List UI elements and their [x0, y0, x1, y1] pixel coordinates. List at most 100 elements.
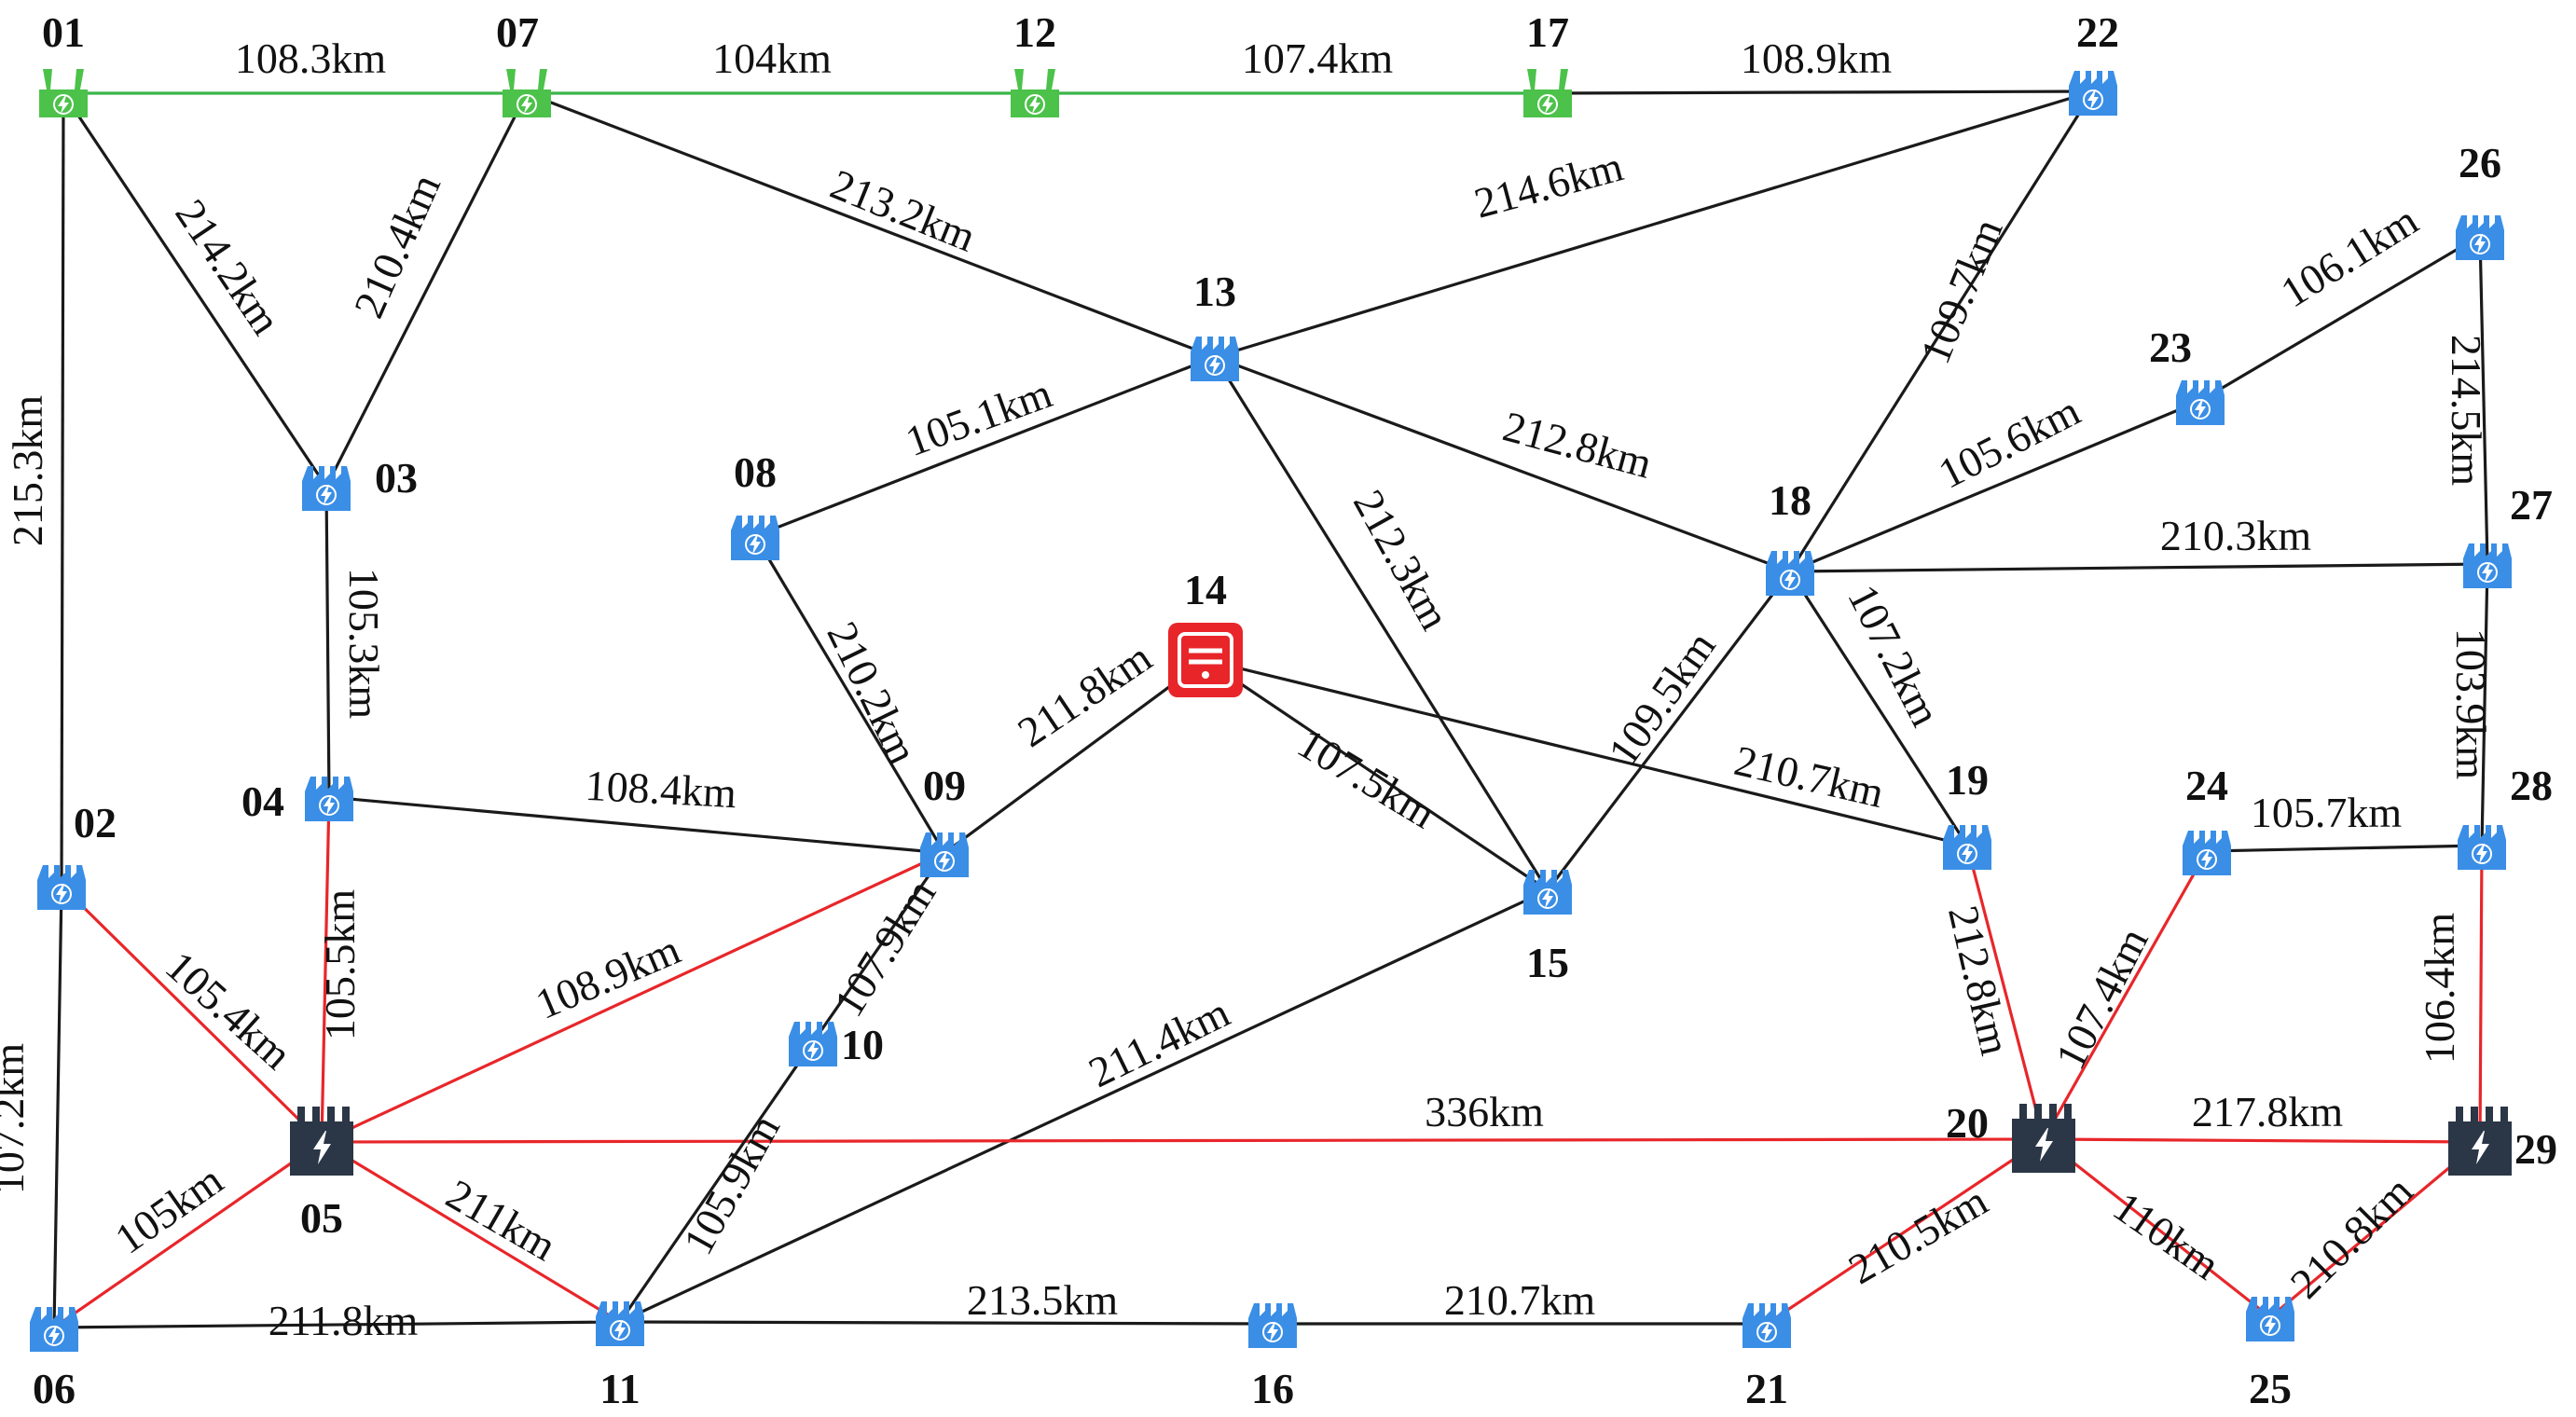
node-label-24: 24	[2185, 762, 2228, 809]
edge-29-25	[2268, 1140, 2482, 1319]
edge-label-02-06: 107.2km	[0, 1043, 33, 1195]
edge-24-28	[2206, 844, 2483, 853]
edge-01-02	[60, 92, 65, 887]
node-label-01: 01	[42, 8, 85, 56]
edge-label-16-21: 210.7km	[1444, 1276, 1596, 1324]
node-19-blue-icon	[1943, 825, 1991, 870]
edge-label-20-24: 107.4km	[2046, 920, 2157, 1077]
edge-09-14	[944, 658, 1206, 855]
node-28-blue-icon	[2458, 825, 2506, 870]
node-label-22: 22	[2076, 8, 2119, 56]
node-16-blue-icon	[1248, 1303, 1297, 1348]
node-label-11: 11	[599, 1365, 640, 1412]
edge-label-17-22: 108.9km	[1741, 34, 1893, 82]
edge-label-09-14: 211.8km	[1010, 633, 1161, 756]
edge-03-04	[324, 486, 331, 798]
edge-label-20-21: 210.5km	[1840, 1176, 1995, 1293]
node-label-15: 15	[1526, 939, 1569, 986]
node-26-blue-icon	[2456, 215, 2504, 260]
edge-label-13-18: 212.8km	[1498, 402, 1657, 487]
edge-label-04-09: 108.4km	[584, 762, 737, 817]
edge-23-18	[1789, 399, 2201, 573]
edge-10-11	[618, 1041, 815, 1323]
node-label-07: 07	[496, 8, 539, 56]
edge-09-10	[811, 852, 946, 1043]
node-20-dark-icon	[2012, 1104, 2075, 1173]
node-07-green-icon	[503, 69, 551, 117]
edge-label-18-19: 107.2km	[1839, 577, 1949, 734]
node-14-red-icon	[1168, 623, 1243, 697]
node-29-dark-icon	[2448, 1107, 2512, 1176]
edge-27-28	[2480, 563, 2489, 846]
edge-17-22	[1547, 89, 2094, 95]
edge-05-11	[321, 1140, 621, 1324]
edge-11-16	[619, 1320, 1274, 1326]
node-21-blue-icon	[1743, 1303, 1791, 1348]
node-11-blue-icon	[596, 1301, 644, 1346]
edge-06-11	[53, 1320, 621, 1329]
edge-04-05	[320, 796, 331, 1143]
node-label-03: 03	[375, 454, 418, 502]
edge-label-13-15: 212.3km	[1344, 482, 1459, 638]
edge-05-20	[321, 1137, 2045, 1144]
edge-label-20-29: 217.8km	[2192, 1088, 2344, 1135]
node-10-blue-icon	[789, 1022, 837, 1066]
edge-22-18	[1788, 90, 2095, 572]
edge-label-07-03: 210.4km	[345, 167, 450, 324]
nodes-layer	[30, 69, 2512, 1352]
edge-01-03	[62, 92, 328, 488]
edge-label-24-28: 105.7km	[2251, 789, 2403, 836]
edge-label-26-23: 106.1km	[2272, 196, 2426, 316]
node-22-blue-icon	[2069, 71, 2117, 116]
node-label-23: 23	[2149, 323, 2192, 371]
edge-20-24	[2042, 850, 2209, 1140]
edge-07-13	[526, 91, 1216, 359]
node-02-blue-icon	[37, 865, 86, 910]
edge-label-07-12: 104km	[712, 34, 832, 82]
node-label-17: 17	[1526, 8, 1569, 56]
node-24-blue-icon	[2183, 831, 2231, 875]
edge-13-15	[1213, 356, 1550, 891]
node-label-10: 10	[841, 1021, 884, 1068]
node-label-13: 13	[1193, 268, 1236, 315]
edge-18-27	[1789, 562, 2488, 573]
node-13-blue-icon	[1191, 337, 1239, 381]
edge-label-01-03: 214.2km	[166, 191, 290, 343]
edge-18-19	[1788, 571, 1969, 846]
edge-13-22	[1214, 89, 2094, 359]
node-label-19: 19	[1946, 756, 1989, 804]
edge-15-11	[619, 888, 1549, 1324]
edge-20-29	[2043, 1137, 2481, 1144]
edge-label-05-11: 211km	[438, 1170, 564, 1270]
edge-label-28-29: 106.4km	[2416, 913, 2463, 1065]
node-17-green-icon	[1523, 69, 1572, 117]
edge-20-25	[2043, 1137, 2271, 1319]
edge-label-04-05: 105.5km	[316, 889, 364, 1041]
node-12-green-icon	[1011, 69, 1059, 117]
edge-label-08-09: 210.2km	[818, 614, 927, 771]
edge-label-29-25: 210.8km	[2281, 1166, 2422, 1307]
edge-label-15-11: 211.4km	[1081, 988, 1237, 1096]
node-06-blue-icon	[30, 1307, 78, 1352]
node-label-14: 14	[1184, 566, 1227, 613]
node-label-05: 05	[300, 1194, 343, 1242]
edge-02-05	[60, 884, 324, 1144]
edge-26-23	[2199, 234, 2481, 403]
edge-04-09	[328, 795, 945, 855]
node-label-25: 25	[2249, 1365, 2292, 1412]
edge-label-27-28: 103.9km	[2447, 628, 2495, 780]
node-09-blue-icon	[920, 832, 969, 877]
node-27-blue-icon	[2463, 543, 2512, 588]
node-label-16: 16	[1251, 1365, 1294, 1412]
edge-label-09-10: 107.9km	[824, 871, 944, 1025]
edge-label-20-25: 110km	[2105, 1182, 2229, 1288]
edge-label-13-22: 214.6km	[1469, 142, 1628, 227]
edge-05-06	[53, 1140, 323, 1329]
node-label-21: 21	[1745, 1365, 1788, 1412]
node-label-08: 08	[734, 448, 777, 496]
edge-label-07-13: 213.2km	[824, 160, 983, 261]
node-label-27: 27	[2510, 481, 2553, 529]
edge-label-01-02: 215.3km	[4, 395, 51, 547]
